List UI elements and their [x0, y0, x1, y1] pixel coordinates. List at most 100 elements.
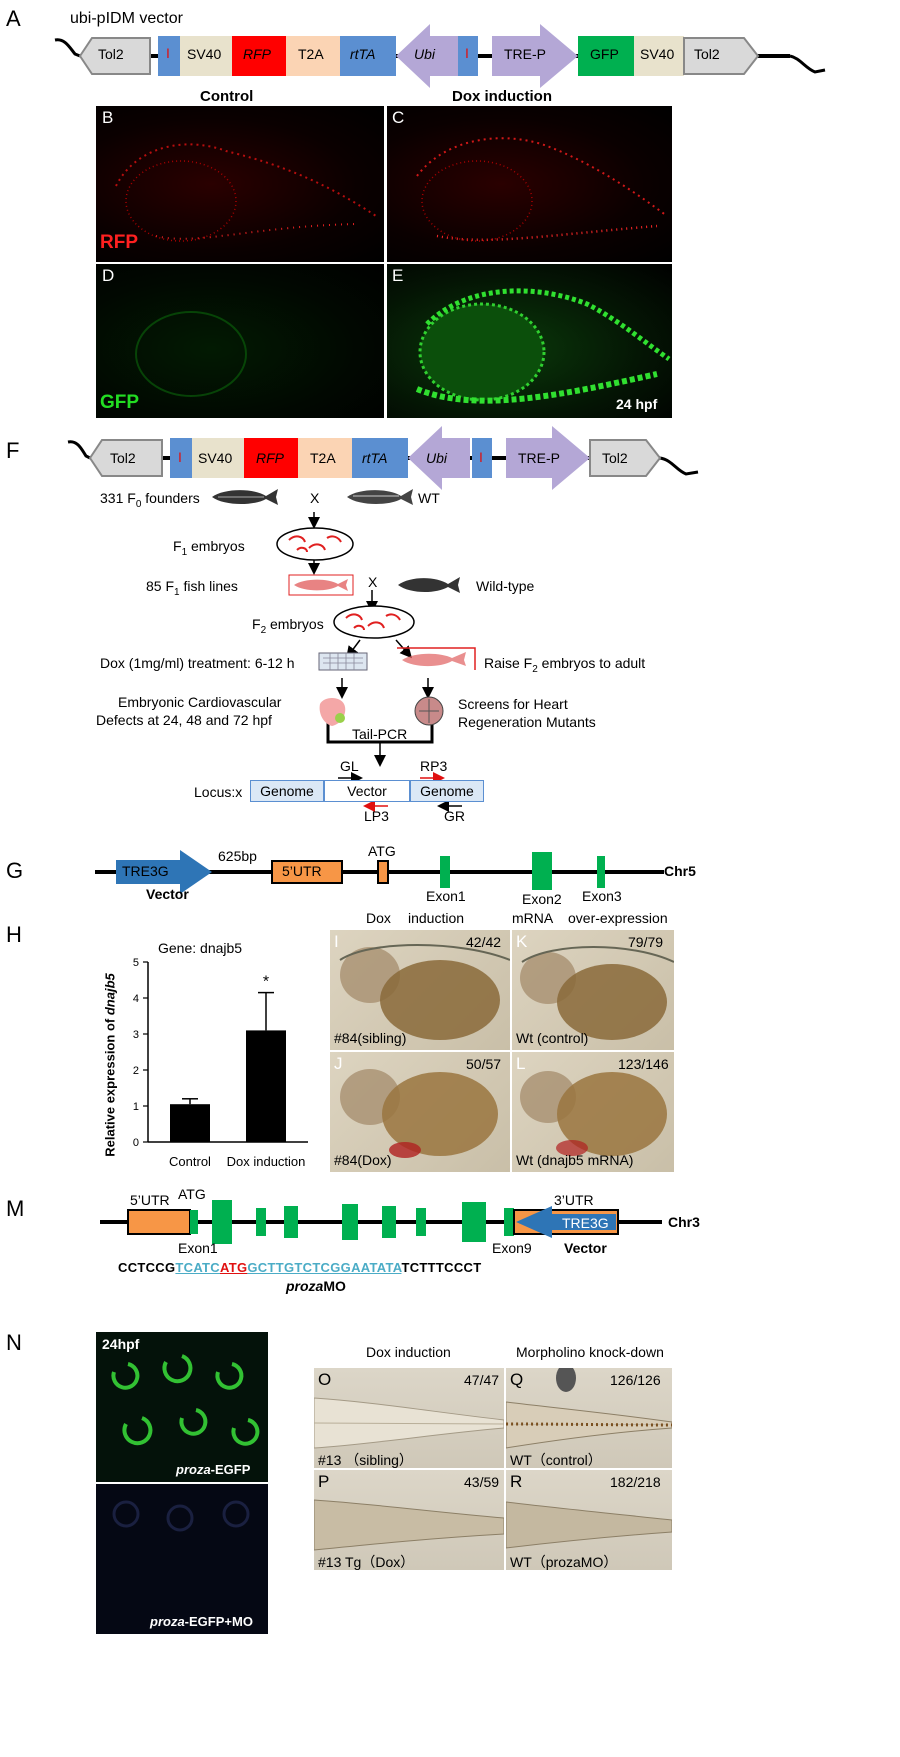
- rfp-label: RFP: [243, 46, 271, 62]
- f-rtta-label: rtTA: [362, 450, 388, 466]
- panel-letter-r: R: [510, 1472, 523, 1491]
- m-atg-label: ATG: [178, 1186, 206, 1202]
- rtta-label: rtTA: [350, 46, 376, 62]
- m-vector-label: Vector: [564, 1240, 607, 1256]
- m-5utr-label: 5’UTR: [130, 1192, 170, 1208]
- panel-letter-m: M: [6, 1196, 25, 1221]
- gene-map-g: [95, 850, 664, 894]
- screens-line-2: Regeneration Mutants: [458, 714, 596, 730]
- photo-n-egfp-mo: [96, 1484, 268, 1634]
- column-control: Control: [200, 88, 254, 105]
- q-count: 126/126: [610, 1372, 661, 1388]
- f-tol2-left-shape: [88, 439, 163, 477]
- tre-p-shape: [492, 24, 578, 88]
- primer-gl: GL: [340, 758, 359, 774]
- ik-header-dox: Dox: [366, 910, 391, 926]
- f-tre-p-shape: [506, 426, 590, 490]
- f2-embryos-dish: [333, 605, 415, 639]
- proza-mo-label: prozaMO: [286, 1278, 346, 1294]
- screens-line-1: Screens for Heart: [458, 696, 568, 712]
- f-sv40-label: SV40: [198, 450, 233, 466]
- j-label: #84(Dox): [334, 1152, 392, 1168]
- f-tre-p-label: TRE-P: [518, 450, 560, 466]
- locus-label: Locus:x: [194, 784, 243, 800]
- primer-lp3: LP3: [364, 808, 389, 824]
- sv40-2-label: SV40: [640, 46, 675, 62]
- panel-letter-e: E: [392, 266, 404, 285]
- f-rfp-label: RFP: [256, 450, 284, 466]
- o-count: 47/47: [464, 1372, 500, 1388]
- photo-i: [330, 930, 510, 1050]
- m-exon1-label: Exon1: [178, 1240, 218, 1256]
- ubi-label: Ubi: [414, 46, 436, 62]
- g-exon1-label: Exon1: [426, 888, 466, 904]
- i-label: #84(sibling): [334, 1030, 407, 1046]
- embryo-heart-icon: [319, 698, 346, 726]
- tol2-right-shape: [683, 37, 760, 75]
- r-label: WT（prozaMO）: [510, 1554, 618, 1570]
- panel-letter-a: A: [6, 6, 21, 31]
- panel-letter-c: C: [392, 108, 405, 127]
- m-exon1: [190, 1210, 198, 1234]
- m-exon9: [504, 1208, 514, 1236]
- panel-letter-k: K: [516, 932, 528, 951]
- rtta-shape: [340, 36, 396, 76]
- m-exon-d: [342, 1204, 358, 1240]
- m-tre3g-label: TRE3G: [562, 1215, 609, 1231]
- g-5utr-label: 5’UTR: [282, 863, 322, 879]
- l-count: 123/146: [618, 1056, 669, 1072]
- photo-c-rfp-dox: [387, 106, 672, 262]
- m-exon-f: [416, 1208, 426, 1236]
- photo-q: [506, 1368, 672, 1468]
- panel-letter-f: F: [6, 438, 20, 463]
- photo-e-gfp-dox: [387, 264, 672, 418]
- f-rfp-shape: [244, 438, 298, 478]
- x-tick-label: Dox induction: [227, 1154, 306, 1166]
- panel-letter-h: H: [6, 922, 22, 947]
- photo-p: [314, 1470, 504, 1570]
- y-tick-label: 0: [133, 1137, 139, 1149]
- n-top-label: proza-EGFP: [176, 1462, 251, 1477]
- photo-n-egfp: [96, 1332, 268, 1482]
- p-label: #13 Tg（Dox）: [318, 1554, 415, 1570]
- tol2-right-label: Tol2: [694, 46, 720, 62]
- primer-gr: GR: [444, 808, 465, 824]
- panel-letter-l: L: [516, 1054, 526, 1073]
- m-exon-a: [212, 1200, 232, 1244]
- dox-treatment-label: Dox (1mg/ml) treatment: 6-12 h: [100, 655, 295, 671]
- wildtype-label: Wild-type: [476, 578, 535, 594]
- locus-vector: Vector: [324, 780, 410, 802]
- m-exon-g: [462, 1202, 486, 1242]
- f-ubi-label: Ubi: [426, 450, 448, 466]
- q-label: WT（control）: [510, 1452, 602, 1468]
- fish-icon-tg-founder: [212, 489, 278, 505]
- f-tol2-right-shape: [589, 439, 662, 477]
- panel-letter-b: B: [102, 108, 114, 127]
- g-tre3g-label: TRE3G: [122, 863, 169, 879]
- intron-2-shape: [458, 36, 478, 76]
- y-tick-label: 4: [133, 993, 139, 1005]
- photo-k: [512, 930, 674, 1050]
- f1-embryos-label: F1 embryos: [173, 538, 245, 558]
- panel-letter-p: P: [318, 1472, 330, 1491]
- l-label: Wt (dnajb5 mRNA): [516, 1152, 634, 1168]
- g-tre3g-arrow: [116, 850, 212, 894]
- intron-2-label: I: [465, 45, 469, 61]
- primer-rp3: RP3: [420, 758, 448, 774]
- j-count: 50/57: [466, 1056, 502, 1072]
- photo-l: [512, 1052, 674, 1172]
- adult-heart-icon: [414, 696, 444, 726]
- adult-fish-box: [397, 647, 476, 670]
- ubi-shape: [396, 24, 458, 88]
- gfp-shape: [578, 36, 634, 76]
- n-bottom-label: proza-EGFP+MO: [150, 1614, 253, 1629]
- fish-icon-f1-line: [288, 574, 354, 596]
- f-ubi-shape: [408, 426, 470, 490]
- y-tick-label: 2: [133, 1065, 139, 1077]
- g-exon3-label: Exon3: [582, 888, 622, 904]
- fish-icon-wildtype: [398, 577, 460, 593]
- ik-header-overexp: over-expression: [568, 910, 668, 926]
- p-count: 43/59: [464, 1474, 500, 1490]
- tol2-left-shape: [78, 37, 151, 75]
